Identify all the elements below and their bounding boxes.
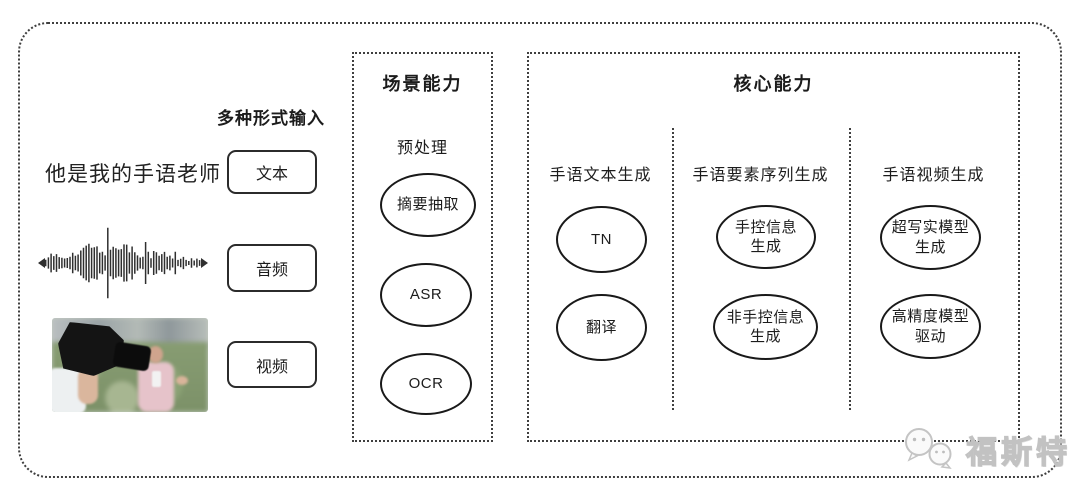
node-manual-info-generation: 手控信息 生成 <box>716 205 816 269</box>
multi-input-label: 多种形式输入 <box>217 109 325 128</box>
photo-microphone <box>152 371 161 387</box>
core-capability-box: 核心能力 手语文本生成 手语要素序列生成 手语视频生成 TN 翻译 手控信息 生… <box>527 52 1020 442</box>
node-asr: ASR <box>380 263 472 327</box>
preprocess-label: 预处理 <box>396 140 448 157</box>
core-capability-title: 核心能力 <box>733 74 814 94</box>
scene-capability-title: 场景能力 <box>382 74 463 94</box>
node-ocr: OCR <box>380 353 472 415</box>
input-type-video: 视频 <box>227 341 317 388</box>
audio-waveform-icon <box>38 227 208 299</box>
text-input-sample: 他是我的手语老师 <box>45 163 221 186</box>
watermark: 福斯特 <box>900 424 1071 474</box>
video-thumbnail <box>52 318 208 412</box>
photo-camera-lens <box>112 341 152 372</box>
column-label-sign-text-generation: 手语文本生成 <box>549 167 652 184</box>
photo-cameraman-arm <box>78 368 98 404</box>
node-translation: 翻译 <box>556 294 647 361</box>
photo-reporter-head <box>148 346 163 363</box>
diagram-outer-border <box>18 22 1062 478</box>
photo-reporter-hand <box>176 376 188 385</box>
node-high-precision-model-driving: 高精度模型 驱动 <box>880 294 981 359</box>
scene-capability-box: 场景能力 预处理 摘要抽取 ASR OCR <box>352 52 493 442</box>
node-tn: TN <box>556 206 647 273</box>
node-hyperrealistic-model-generation: 超写实模型 生成 <box>880 205 981 270</box>
photo-camera-body <box>58 322 124 376</box>
input-type-audio: 音频 <box>227 244 317 292</box>
watermark-text: 福斯特 <box>965 434 1071 470</box>
column-divider <box>672 128 674 410</box>
node-summary-extraction: 摘要抽取 <box>380 173 476 237</box>
wechat-icon <box>905 428 952 469</box>
column-label-sign-element-sequence-generation: 手语要素序列生成 <box>692 167 829 184</box>
input-type-text: 文本 <box>227 150 317 194</box>
column-divider <box>849 128 851 410</box>
node-nonmanual-info-generation: 非手控信息 生成 <box>713 294 818 360</box>
column-label-sign-video-generation: 手语视频生成 <box>882 167 985 184</box>
